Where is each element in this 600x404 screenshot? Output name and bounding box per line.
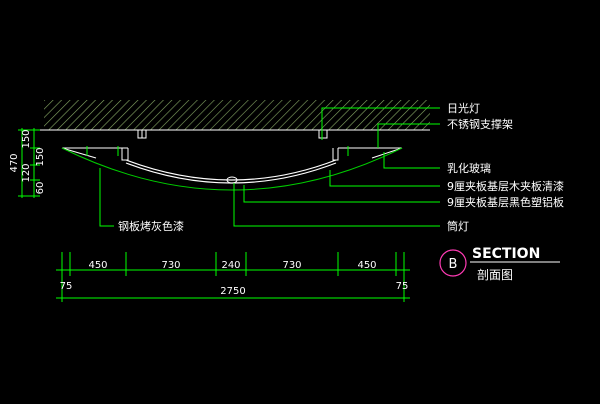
vertical-dimensions: 150 470 150 120 60 xyxy=(9,128,46,198)
section-title: SECTION xyxy=(472,246,540,262)
section-circle xyxy=(439,249,467,277)
dim-h-total: 2750 xyxy=(220,286,245,297)
dim-h-3: 730 xyxy=(282,260,301,271)
leader-lines xyxy=(86,107,440,227)
label-downlight: 筒灯 xyxy=(447,219,469,233)
dim-h-4: 450 xyxy=(357,260,376,271)
downlight-fixture xyxy=(226,176,238,184)
label-plywood-clear: 9厘夹板基层木夹板清漆 xyxy=(447,179,564,193)
section-subtitle: 剖面图 xyxy=(477,268,513,282)
label-frosted-glass: 乳化玻璃 xyxy=(447,161,491,175)
dim-v-1: 470 xyxy=(9,153,20,172)
light-fixture xyxy=(61,129,403,191)
dim-h-small-right: 75 xyxy=(396,281,409,292)
dim-h-0: 450 xyxy=(88,260,107,271)
horizontal-dimensions: 450 730 240 730 450 75 75 2750 xyxy=(56,252,410,302)
section-marker: B SECTION 剖面图 xyxy=(439,246,560,282)
dim-v-3: 120 xyxy=(21,163,32,182)
dim-v-2: 150 xyxy=(35,147,46,166)
label-plywood-black: 9厘夹板基层黑色塑铝板 xyxy=(447,195,564,209)
dim-v-4: 60 xyxy=(35,182,46,195)
label-steel-paint: 钢板烤灰色漆 xyxy=(118,219,184,233)
dim-h-small-left: 75 xyxy=(60,281,73,292)
dim-h-1: 730 xyxy=(161,260,180,271)
label-stainless-bracket: 不锈钢支撑架 xyxy=(447,117,513,131)
dim-v-0: 150 xyxy=(21,129,32,148)
label-daylight: 日光灯 xyxy=(447,101,480,115)
dim-h-2: 240 xyxy=(221,260,240,271)
ceiling-slab xyxy=(40,100,430,131)
right-bracket-mount xyxy=(318,129,328,139)
callout-labels: 日光灯 不锈钢支撑架 乳化玻璃 9厘夹板基层木夹板清漆 9厘夹板基层黑色塑铝板 … xyxy=(118,101,564,233)
section-letter: B xyxy=(449,257,458,272)
